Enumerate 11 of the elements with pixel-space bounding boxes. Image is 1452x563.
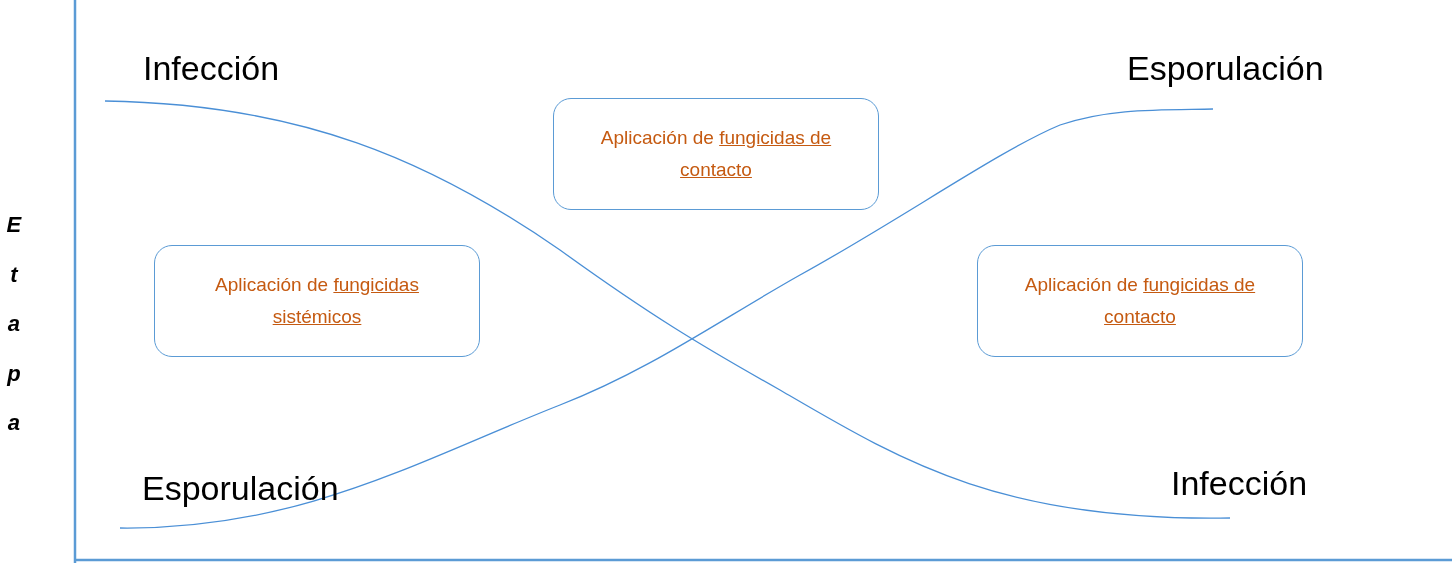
stage-label: Esporulación	[142, 470, 339, 508]
rounded-box	[977, 245, 1303, 357]
rounded-box	[553, 98, 879, 210]
axis-title: Etapa	[6, 211, 22, 437]
box-text: Aplicación de fungicidas sistémicos	[214, 273, 420, 329]
stage-label: Infección	[143, 50, 280, 88]
box-text: Aplicación de fungicidas de contacto	[1023, 273, 1257, 329]
box-text: Aplicación de fungicidas de contacto	[599, 126, 833, 182]
stage-label: Esporulación	[1127, 50, 1324, 88]
stage-label: Infección	[1171, 465, 1308, 503]
rounded-box	[154, 245, 480, 357]
